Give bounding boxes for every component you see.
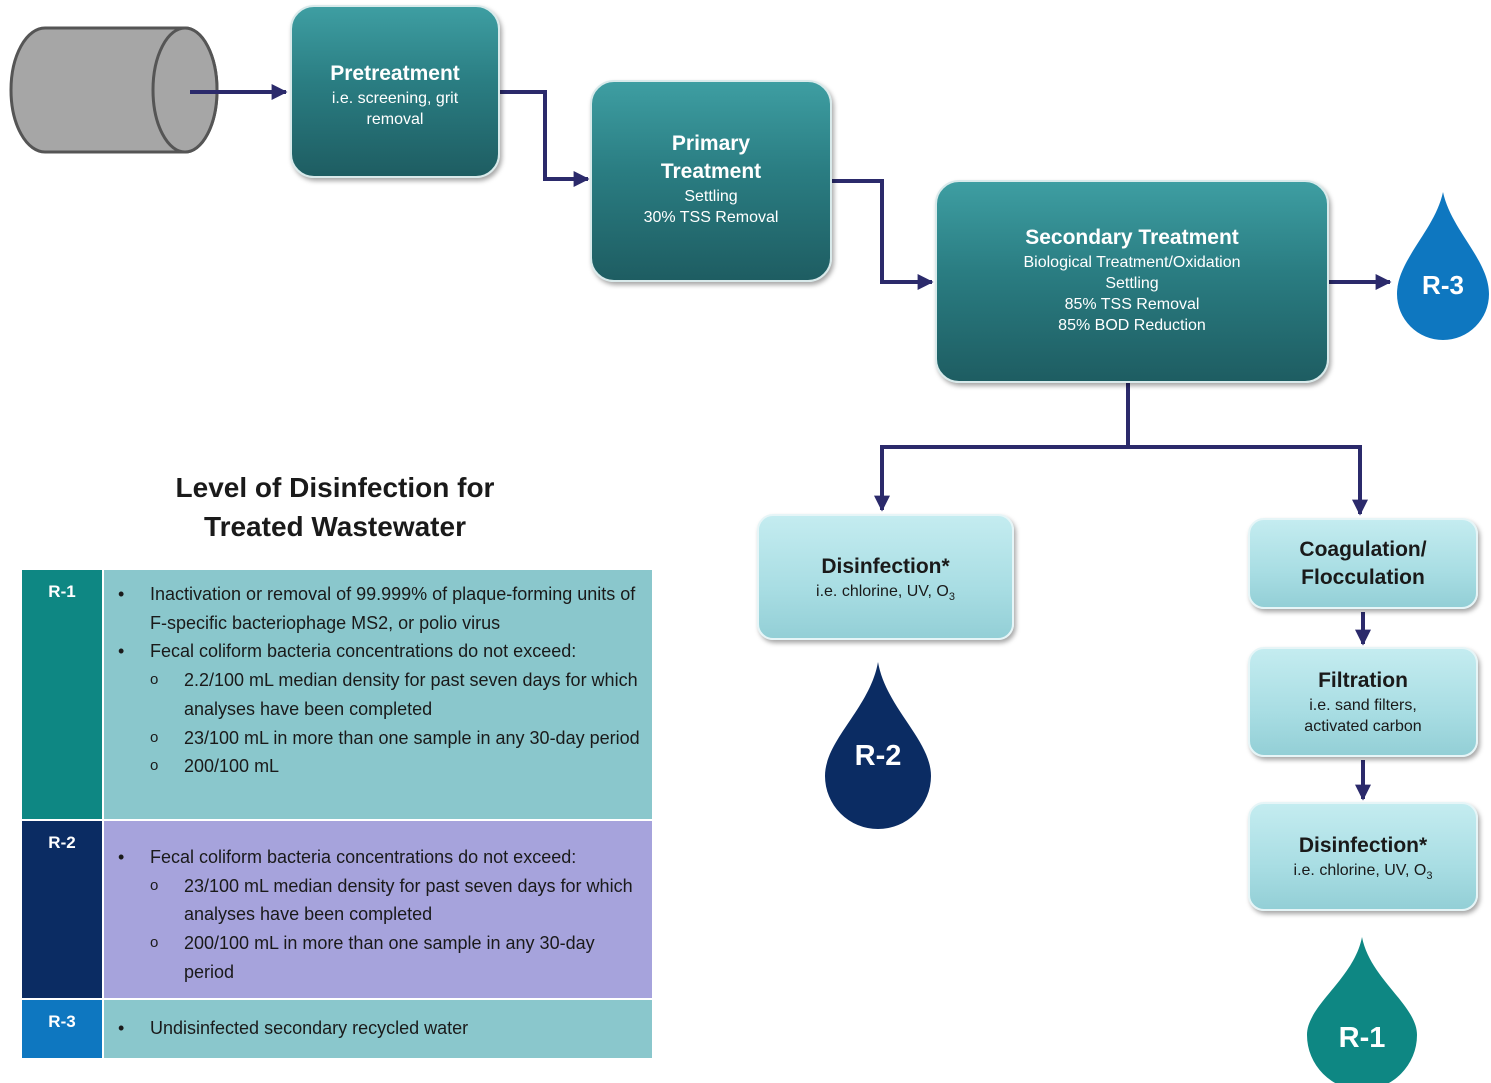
legend-title: Level of Disinfection for Treated Wastew… — [110, 468, 560, 546]
disinfection-r1-box: Disinfection* i.e. chlorine, UV, O3 — [1248, 802, 1478, 911]
r3-drop-shape — [1397, 192, 1489, 340]
r1-drop-shape — [1307, 937, 1417, 1083]
legend-body-r2: Fecal coliform bacteria concentrations d… — [102, 821, 652, 998]
coagulation-title: Coagulation/ — [1299, 537, 1427, 561]
r3-drop-label: R-3 — [1422, 270, 1464, 300]
pretreatment-line: removal — [366, 111, 424, 128]
secondary-line: 85% BOD Reduction — [1058, 317, 1206, 334]
legend-bullet: Inactivation or removal of 99.999% of pl… — [118, 580, 640, 637]
secondary-line: Settling — [1105, 275, 1159, 292]
legend-row-r3: R-3 Undisinfected secondary recycled wat… — [22, 1000, 652, 1058]
secondary-treatment-box: Secondary Treatment Biological Treatment… — [935, 180, 1329, 383]
legend-body-r1: Inactivation or removal of 99.999% of pl… — [102, 570, 652, 819]
disinfection-r2-title: Disinfection* — [821, 554, 950, 578]
pretreatment-box: Pretreatment i.e. screening, grit remova… — [290, 5, 500, 178]
primary-line: Settling — [684, 188, 738, 205]
filtration-line: activated carbon — [1304, 718, 1422, 735]
arrow-pretreatment-to-primary — [498, 90, 590, 187]
r2-drop-shape — [825, 662, 931, 829]
disinfection-r2-text: i.e. chlorine, UV, O — [816, 582, 949, 600]
r1-drop-icon: R-1 — [1307, 937, 1417, 1083]
secondary-title: Secondary Treatment — [1025, 226, 1239, 249]
filtration-line: i.e. sand filters, — [1309, 697, 1417, 714]
secondary-line: 85% TSS Removal — [1064, 296, 1200, 313]
legend-sub-bullet: 23/100 mL in more than one sample in any… — [118, 724, 640, 753]
disinfection-r1-line: i.e. chlorine, UV, O3 — [1293, 860, 1433, 883]
primary-title: Treatment — [660, 160, 762, 183]
legend-sub-bullet: 23/100 mL median density for past seven … — [118, 872, 640, 929]
legend-row-r1: R-1 Inactivation or removal of 99.999% o… — [22, 570, 652, 819]
coagulation-box: Coagulation/ Flocculation — [1248, 518, 1478, 609]
source-tank-icon — [9, 26, 219, 154]
pretreatment-title: Pretreatment — [330, 62, 460, 85]
arrow-branch-right — [1128, 445, 1368, 516]
legend-title-line: Treated Wastewater — [204, 511, 466, 542]
filtration-title: Filtration — [1318, 669, 1408, 692]
secondary-line: Biological Treatment/Oxidation — [1023, 254, 1241, 271]
disinfection-r2-line: i.e. chlorine, UV, O3 — [816, 581, 955, 603]
primary-line: 30% TSS Removal — [643, 209, 779, 226]
disinfection-r1-title: Disinfection* — [1298, 834, 1428, 857]
filtration-box: Filtration i.e. sand filters, activated … — [1248, 647, 1478, 757]
legend-title-line: Level of Disinfection for — [175, 472, 495, 503]
primary-title: Primary — [671, 132, 751, 155]
arrow-branch-left — [874, 445, 1128, 512]
legend-body-r3: Undisinfected secondary recycled water — [102, 1000, 652, 1058]
disinfection-r2-subscript: 3 — [948, 590, 955, 603]
legend-bullet: Fecal coliform bacteria concentrations d… — [118, 843, 640, 872]
disinfection-r1-text: i.e. chlorine, UV, O — [1293, 862, 1427, 879]
primary-treatment-box: Primary Treatment Settling 30% TSS Remov… — [590, 80, 832, 282]
legend-bullet: Fecal coliform bacteria concentrations d… — [118, 637, 640, 666]
pretreatment-line: i.e. screening, grit — [331, 90, 459, 107]
legend-code-r1: R-1 — [22, 570, 102, 819]
legend-sub-bullet: 200/100 mL — [118, 752, 640, 781]
r2-drop-icon: R-2 — [825, 662, 931, 829]
legend-sub-bullet: 200/100 mL in more than one sample in an… — [118, 929, 640, 986]
r2-drop-label: R-2 — [855, 740, 902, 772]
legend-code-r3: R-3 — [22, 1000, 102, 1058]
r1-drop-label: R-1 — [1339, 1022, 1386, 1054]
legend-sub-bullet: 2.2/100 mL median density for past seven… — [118, 666, 640, 723]
legend-row-r2: R-2 Fecal coliform bacteria concentratio… — [22, 821, 652, 998]
disinfection-r1-subscript: 3 — [1426, 870, 1433, 883]
arrow-primary-to-secondary — [832, 179, 934, 290]
r3-drop-icon: R-3 — [1397, 192, 1489, 340]
legend-bullet: Undisinfected secondary recycled water — [118, 1014, 640, 1043]
disinfection-r2-box: Disinfection* i.e. chlorine, UV, O3 — [757, 514, 1014, 640]
legend-code-r2: R-2 — [22, 821, 102, 998]
coagulation-title: Flocculation — [1301, 565, 1425, 589]
